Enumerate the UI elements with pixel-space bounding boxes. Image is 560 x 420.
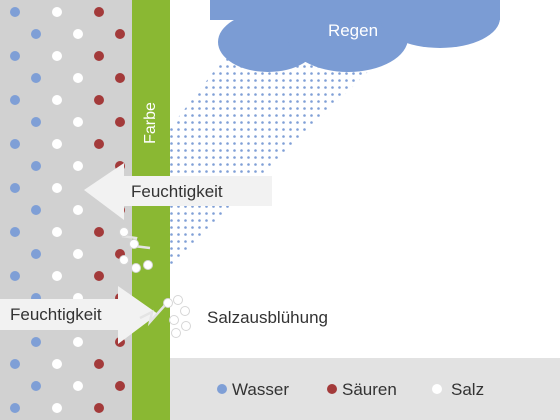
wall-particle [94,271,104,281]
wall-particle [31,161,41,171]
salt-cluster-efflorescence [163,295,191,338]
wall-particle [73,381,83,391]
wall-particle [94,95,104,105]
cloud [210,0,500,72]
wall-particle [31,117,41,127]
wall-particle [73,117,83,127]
wall [0,0,132,420]
wall-particle [73,337,83,347]
legend-salt-swatch [432,384,442,394]
wall-particle [94,51,104,61]
paint-layer-label: Farbe [142,102,159,144]
wall-particle [52,183,62,193]
wall-particle [31,381,41,391]
wall-particle [10,403,20,413]
wall-particle [10,7,20,17]
wall-particle [115,73,125,83]
wall-particle [94,227,104,237]
wall-particle [31,249,41,259]
legend-salt-label: Salz [451,380,484,399]
legend-water-label: Wasser [232,380,289,399]
efflorescence-label: Salzausblühung [207,308,328,327]
wall-particle [52,271,62,281]
wall-particle [31,73,41,83]
wall-particle [31,337,41,347]
wall-particle [52,403,62,413]
wall-particle [10,95,20,105]
legend: Wasser Säuren Salz [217,380,484,399]
wall-particle [10,359,20,369]
wall-particle [73,73,83,83]
legend-water-swatch [217,384,227,394]
moisture-in-label: Feuchtigkeit [10,305,102,324]
wall-particle [73,29,83,39]
wall-particle [10,183,20,193]
salt-cluster-upper [119,227,153,273]
paint-layer [132,0,170,420]
legend-acid-label: Säuren [342,380,397,399]
wall-particle [52,7,62,17]
wall-particle [10,51,20,61]
cloud-label: Regen [328,21,378,40]
legend-acid-swatch [327,384,337,394]
wall-particle [94,7,104,17]
wall-particle [115,117,125,127]
wall-particle [73,205,83,215]
wall-particle [52,139,62,149]
moisture-out-label: Feuchtigkeit [131,182,223,201]
moisture-out-arrow [84,163,272,220]
wall-particle [10,271,20,281]
moisture-in-arrow [0,286,158,344]
wall-particle [10,227,20,237]
wall-particle [73,249,83,259]
crack-lower-icon [139,303,167,327]
ground [170,358,560,420]
wall-particle [52,51,62,61]
wall-particle [10,139,20,149]
wall-particle [94,403,104,413]
wall-particle [94,359,104,369]
wall-particle [52,359,62,369]
wall-particle [52,227,62,237]
wall-particle [94,139,104,149]
rain [170,48,392,266]
wall-particle [115,29,125,39]
wall-particle [31,29,41,39]
wall-particle [115,381,125,391]
wall-particle [73,161,83,171]
wall-particle [31,205,41,215]
wall-particle [52,95,62,105]
